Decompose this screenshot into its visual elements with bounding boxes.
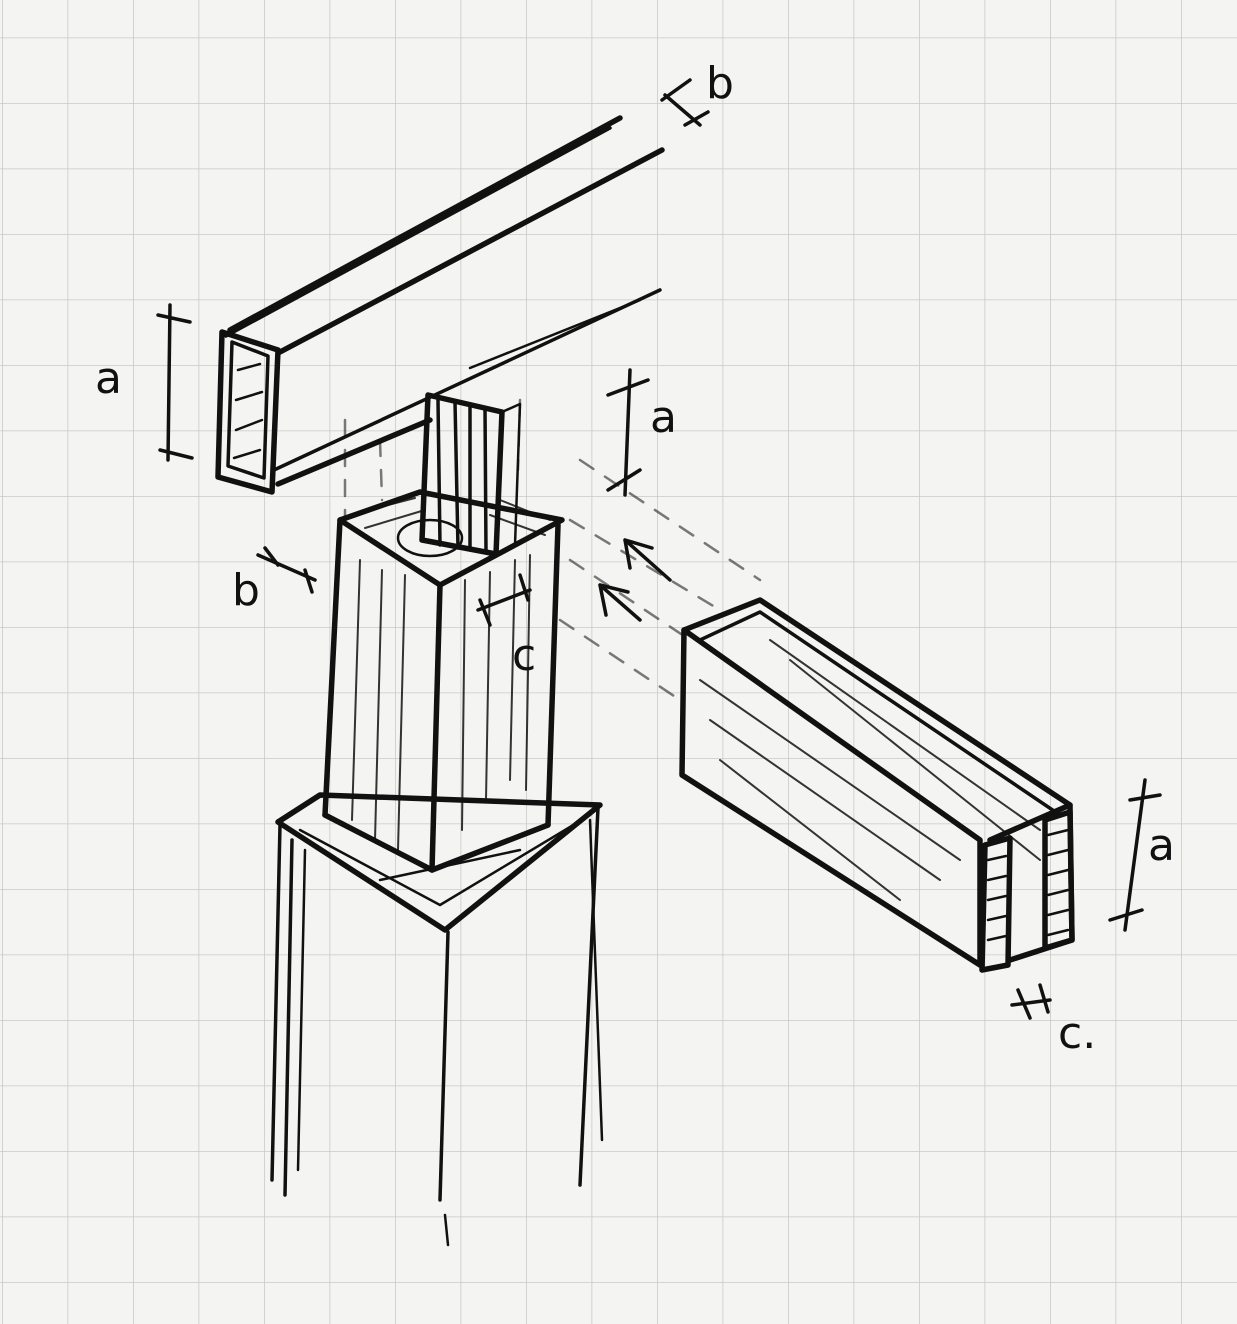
right-beam <box>679 597 1075 973</box>
dimension-marks <box>156 78 1162 1020</box>
arrow-icon <box>598 538 672 622</box>
label-beam-top-height: a <box>95 353 122 404</box>
top-beam <box>215 115 665 495</box>
label-post-offset: c <box>512 630 536 681</box>
post-base <box>270 792 604 1247</box>
label-beam-top-width: b <box>706 58 734 109</box>
projection-lines <box>343 398 762 702</box>
label-beam-right-width: c. <box>1058 1008 1096 1059</box>
label-beam-right-height: a <box>1148 820 1175 871</box>
post <box>322 489 565 873</box>
label-post-tenon-height: a <box>650 392 677 443</box>
label-post-width: b <box>232 565 260 616</box>
